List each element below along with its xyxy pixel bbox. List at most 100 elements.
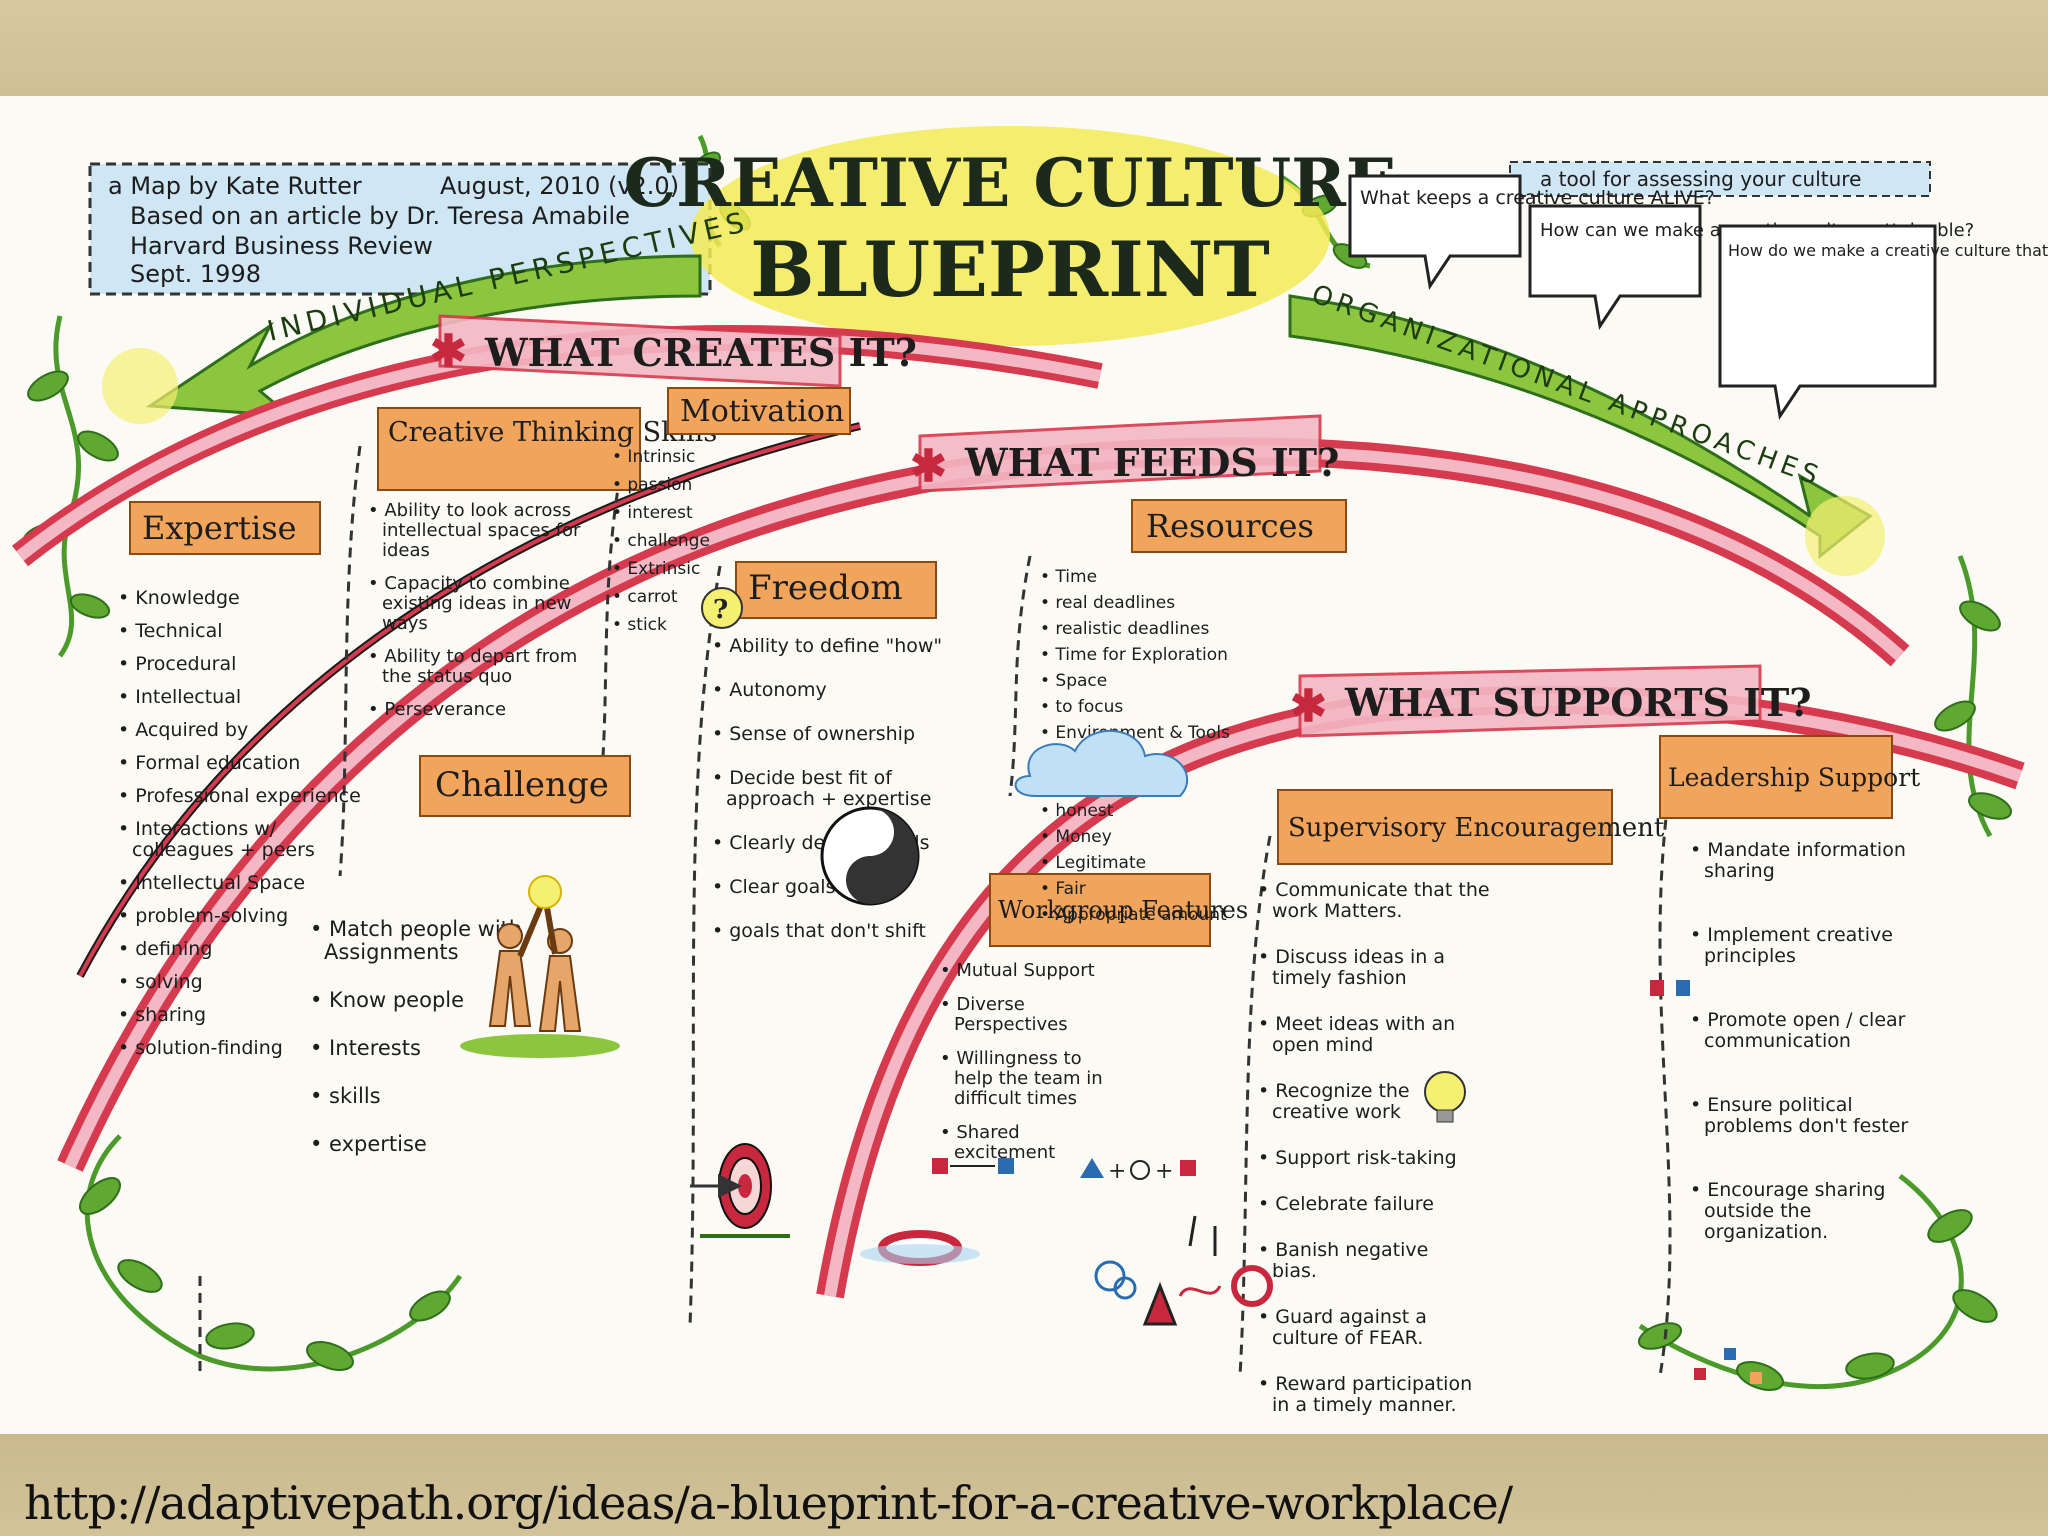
expertise-item: • sharing bbox=[118, 1004, 206, 1026]
supervisory-title: Supervisory Encouragement bbox=[1288, 813, 1665, 843]
expertise-item: • Formal education bbox=[118, 752, 300, 774]
label-workgroup-features: Workgroup Features bbox=[989, 873, 1248, 947]
motivation-item: • challenge bbox=[612, 531, 710, 551]
svg-text:+: + bbox=[1155, 1159, 1173, 1184]
motivation-item: • Extrinsic bbox=[612, 559, 700, 579]
tool-note-text: a tool for assessing your culture bbox=[1540, 167, 1861, 191]
lightbulb-icon bbox=[1424, 1071, 1466, 1123]
leadership-title: Leadership Support bbox=[1668, 763, 1920, 792]
section-items: • Knowledge• Technical• Procedural• Inte… bbox=[118, 447, 1908, 1416]
resources-item: • Appropriate amount bbox=[1040, 905, 1227, 925]
expertise-item: • Technical bbox=[118, 620, 223, 642]
sun-glow bbox=[102, 348, 1885, 576]
challenge-item: • expertise bbox=[310, 1132, 427, 1156]
label-resources: Resources bbox=[1131, 499, 1347, 553]
expertise-item: • Interactions w/colleagues + peers bbox=[118, 818, 315, 861]
band-label-what-creates-it: WHAT CREATES IT? bbox=[484, 330, 917, 375]
title-block: CREATIVE CULTURE BLUEPRINT bbox=[624, 126, 1397, 346]
label-expertise: Expertise bbox=[129, 501, 321, 555]
credit-line-4: Harvard Business Review bbox=[130, 232, 433, 260]
question-bubble-3: How do we make a creative culture that i… bbox=[1718, 224, 2048, 420]
shape-set-icon: + + bbox=[932, 1158, 1196, 1184]
svg-text:?: ? bbox=[713, 595, 728, 625]
expertise-item: • defining bbox=[118, 938, 212, 960]
label-leadership-support: Leadership Support bbox=[1659, 735, 1920, 819]
resources-title: Resources bbox=[1146, 507, 1314, 545]
band-what-supports-it: ✱ WHAT SUPPORTS IT? bbox=[816, 664, 2025, 1299]
slide-top-border bbox=[0, 0, 2048, 96]
freedom-item: • goals that don't shift bbox=[712, 920, 926, 942]
resources-item: • Space bbox=[1040, 671, 1107, 691]
asterisk-icon: ✱ bbox=[910, 441, 947, 492]
band-what-feeds-it: ✱ WHAT FEEDS IT? bbox=[57, 414, 1910, 1172]
expertise-item: • Professional experience bbox=[118, 785, 361, 807]
expertise-item: • Intellectual bbox=[118, 686, 241, 708]
freedom-item: • Ability to define "how" bbox=[712, 635, 942, 657]
slide-bottom-border bbox=[0, 1434, 2048, 1536]
freedom-item: • Clear goals bbox=[712, 876, 835, 898]
challenge-title: Challenge bbox=[435, 765, 609, 805]
bubble-3-text: How do we make a creative culture that i… bbox=[1728, 241, 2048, 260]
challenge-item: • Know people bbox=[310, 988, 464, 1012]
red-circle-icon bbox=[1231, 1265, 1273, 1307]
label-supervisory-encouragement: Supervisory Encouragement bbox=[1277, 789, 1665, 865]
cloud-icon bbox=[1014, 729, 1188, 797]
motivation-item: • stick bbox=[612, 615, 667, 635]
life-ring-icon bbox=[860, 1230, 980, 1266]
target-icon bbox=[690, 1143, 790, 1238]
label-challenge: Challenge bbox=[419, 755, 631, 817]
label-freedom: Freedom bbox=[735, 561, 937, 619]
challenge-item: • skills bbox=[310, 1084, 381, 1108]
band-what-creates-it: ✱ WHAT CREATES IT? bbox=[11, 314, 1103, 978]
supervisory-item: • Support risk-taking bbox=[1258, 1147, 1457, 1169]
workgroup-title: Workgroup Features bbox=[998, 896, 1248, 924]
title-line-2: BLUEPRINT bbox=[750, 225, 1270, 314]
leader-icons bbox=[1650, 980, 1762, 1384]
motivation-item: • passion bbox=[612, 475, 692, 495]
creative-thinking-item: • Perseverance bbox=[368, 699, 506, 720]
resources-item: • real deadlines bbox=[1040, 593, 1175, 613]
credit-line-3: Based on an article by Dr. Teresa Amabil… bbox=[130, 202, 630, 230]
freedom-title: Freedom bbox=[748, 568, 903, 608]
challenge-item: • Interests bbox=[310, 1036, 421, 1060]
workgroup-item: • Mutual Support bbox=[940, 960, 1095, 981]
resources-item: • realistic deadlines bbox=[1040, 619, 1210, 639]
supervisory-item: • Celebrate failure bbox=[1258, 1193, 1434, 1215]
resources-item: • to focus bbox=[1040, 697, 1123, 717]
label-motivation: Motivation bbox=[667, 387, 851, 435]
resources-item: • Time bbox=[1040, 567, 1097, 587]
asterisk-icon: ✱ bbox=[430, 326, 467, 377]
yin-yang-icon bbox=[820, 806, 920, 906]
resources-item: • Fair bbox=[1040, 879, 1086, 899]
resources-item: • Time for Exploration bbox=[1040, 645, 1228, 665]
svg-text:+: + bbox=[1108, 1159, 1126, 1184]
band-label-what-supports-it: WHAT SUPPORTS IT? bbox=[1344, 680, 1812, 725]
motivation-item: • Intrinsic bbox=[612, 447, 695, 467]
creative-thinking-title: Creative Thinking Skills bbox=[388, 417, 717, 448]
blueprint-map: a Map by Kate Rutter August, 2010 (v2.0)… bbox=[11, 126, 2048, 1416]
source-url: http://adaptivepath.org/ideas/a-blueprin… bbox=[24, 1476, 1513, 1530]
motivation-item: • interest bbox=[612, 503, 693, 523]
title-line-1: CREATIVE CULTURE bbox=[624, 144, 1397, 222]
expertise-item: • solution-finding bbox=[118, 1037, 283, 1059]
question-bubble-1: What keeps a creative culture ALIVE? bbox=[1348, 174, 1715, 290]
expertise-item: • Intellectual Space bbox=[118, 872, 305, 894]
expertise-item: • problem-solving bbox=[118, 905, 288, 927]
